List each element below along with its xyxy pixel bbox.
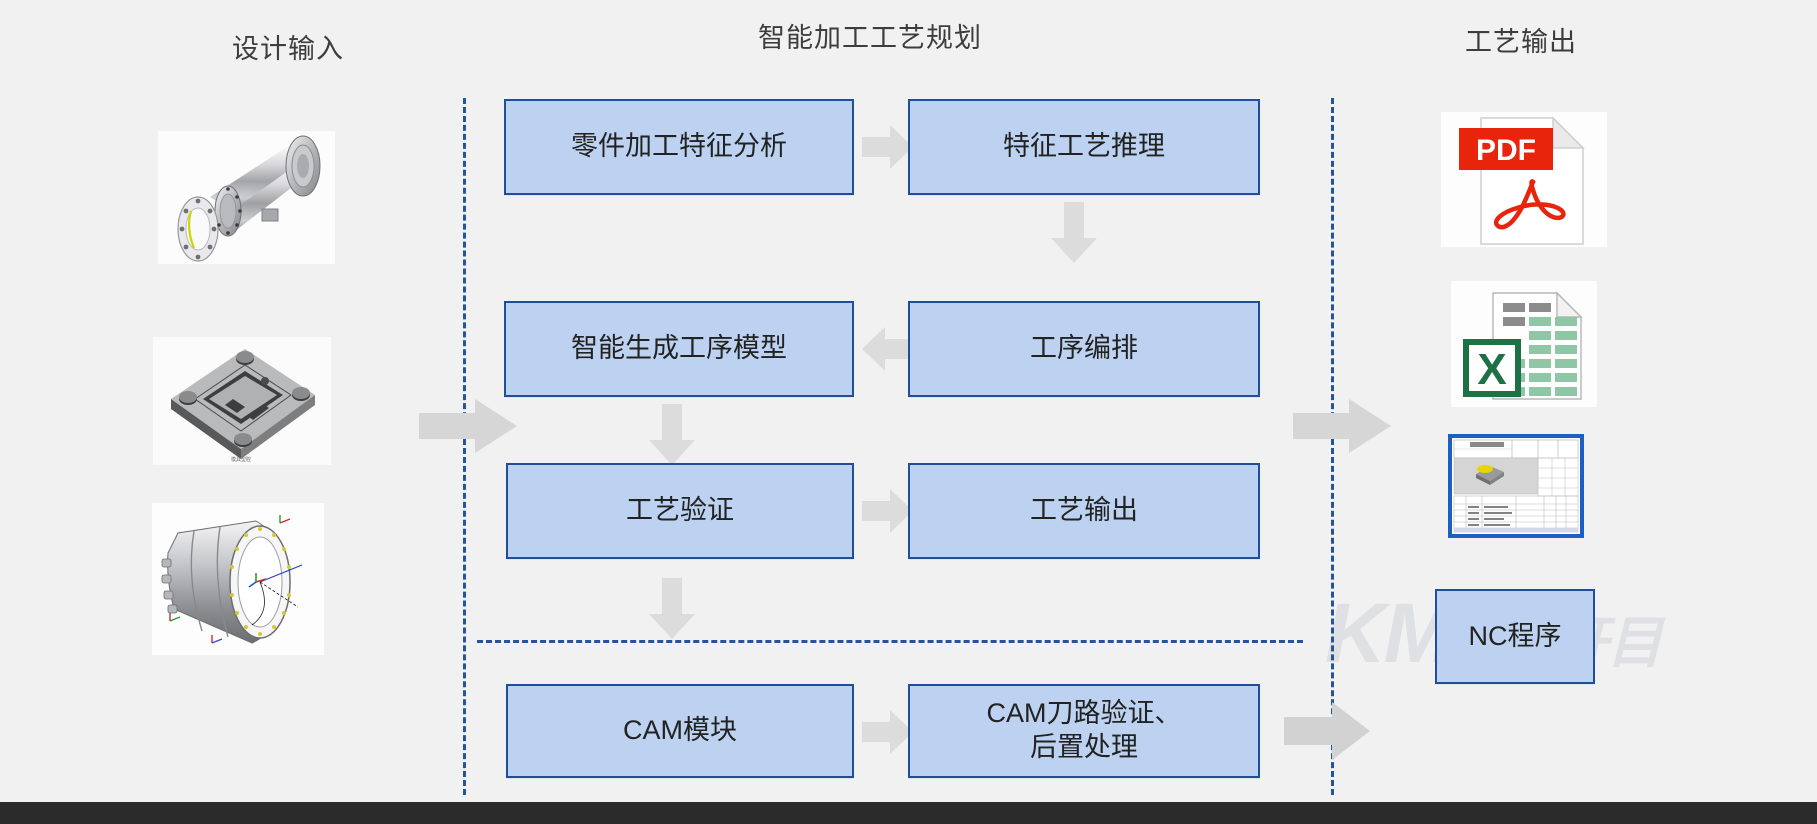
column-title-design-input: 设计输入	[232, 34, 344, 64]
input-thumb-shaft-housing	[158, 131, 335, 264]
divider-left-dashed	[463, 98, 466, 795]
svg-text:X: X	[1477, 345, 1506, 394]
bottom-bar	[0, 802, 1817, 824]
column-title-process-planning: 智能加工工艺规划	[758, 23, 982, 53]
box-cam-verify[interactable]: CAM刀路验证、 后置处理	[908, 684, 1260, 778]
box-nc-program[interactable]: NC程序	[1435, 589, 1595, 684]
arrow-validation-to-output	[862, 488, 914, 534]
input-thumb-mold-plate: 模具型腔	[153, 337, 331, 465]
box-cam-module-label: CAM模块	[623, 715, 737, 746]
arrow-sequence-to-model	[862, 326, 914, 372]
excel-file-icon[interactable]: X	[1451, 281, 1597, 407]
arrow-model-to-validation	[648, 404, 696, 466]
process-sheet-drawing-icon[interactable]	[1448, 434, 1584, 538]
arrow-reasoning-to-sequence	[1050, 202, 1098, 264]
box-feature-analysis[interactable]: 零件加工特征分析	[504, 99, 854, 195]
box-cam-verify-label-line2: 后置处理	[1030, 732, 1138, 762]
box-process-output-label: 工艺输出	[1030, 495, 1138, 526]
arrow-verify-to-nc	[1284, 700, 1372, 762]
box-feature-analysis-label: 零件加工特征分析	[571, 131, 787, 162]
arrow-cam-to-verify	[862, 709, 914, 755]
svg-text:模具型腔: 模具型腔	[231, 456, 251, 463]
arrow-input-to-center	[419, 397, 519, 455]
arrow-center-to-output	[1293, 397, 1393, 455]
svg-text:PDF: PDF	[1476, 134, 1536, 167]
pdf-file-icon[interactable]: PDF	[1441, 112, 1607, 247]
box-feature-reasoning-label: 特征工艺推理	[1003, 131, 1165, 162]
box-feature-reasoning[interactable]: 特征工艺推理	[908, 99, 1260, 195]
column-title-process-output: 工艺输出	[1465, 27, 1577, 57]
box-operation-model[interactable]: 智能生成工序模型	[504, 301, 854, 397]
divider-cam-dashed	[477, 640, 1303, 643]
box-operation-sequence[interactable]: 工序编排	[908, 301, 1260, 397]
box-process-validation-label: 工艺验证	[626, 495, 734, 526]
box-process-output[interactable]: 工艺输出	[908, 463, 1260, 559]
arrow-validation-to-cam	[648, 578, 696, 640]
box-nc-program-label: NC程序	[1468, 620, 1562, 651]
box-process-validation[interactable]: 工艺验证	[506, 463, 854, 559]
watermark-main: KM	[1325, 586, 1454, 680]
box-operation-model-label: 智能生成工序模型	[571, 333, 787, 364]
box-cam-verify-label-line1: CAM刀路验证、	[986, 698, 1182, 729]
box-operation-sequence-label: 工序编排	[1030, 333, 1138, 364]
divider-right-dashed	[1331, 98, 1334, 795]
arrow-analysis-to-reasoning	[862, 124, 914, 170]
input-thumb-casing-assembly	[152, 503, 324, 655]
box-cam-module[interactable]: CAM模块	[506, 684, 854, 778]
